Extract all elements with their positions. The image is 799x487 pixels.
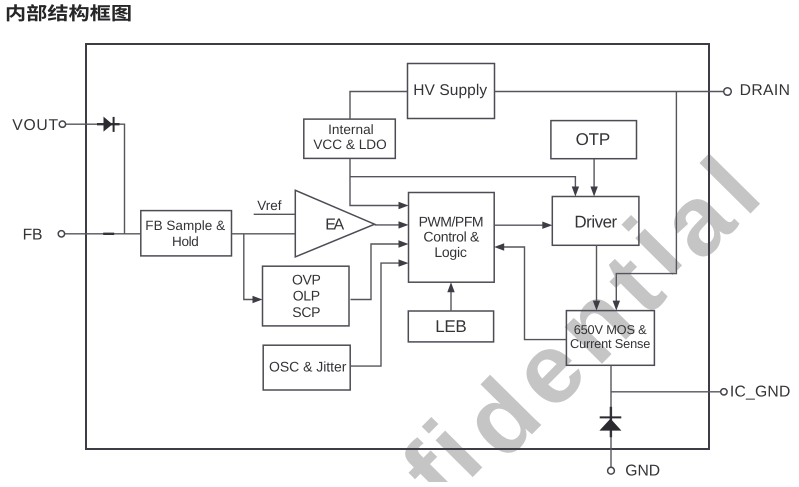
- svg-text:IC_GND: IC_GND: [730, 383, 790, 400]
- svg-text:OVP: OVP: [292, 272, 321, 288]
- svg-text:DRAIN: DRAIN: [740, 82, 790, 99]
- svg-text:FB: FB: [23, 226, 43, 243]
- svg-text:OSC & Jitter: OSC & Jitter: [269, 359, 347, 375]
- svg-text:VCC & LDO: VCC & LDO: [313, 137, 386, 152]
- svg-text:Internal: Internal: [328, 122, 374, 137]
- svg-text:Logic: Logic: [434, 244, 467, 260]
- svg-text:LEB: LEB: [435, 317, 467, 336]
- svg-text:SCP: SCP: [292, 304, 320, 320]
- svg-text:Vref: Vref: [257, 198, 282, 213]
- svg-text:GND: GND: [625, 463, 660, 480]
- svg-text:OTP: OTP: [576, 130, 611, 149]
- svg-text:HV Supply: HV Supply: [413, 82, 487, 99]
- svg-text:Hold: Hold: [172, 234, 199, 249]
- svg-text:FB Sample &: FB Sample &: [145, 218, 225, 233]
- svg-text:Current Sense: Current Sense: [570, 336, 650, 351]
- svg-text:Driver: Driver: [574, 212, 617, 231]
- svg-text:Control &: Control &: [423, 228, 480, 244]
- svg-text:650V MOS &: 650V MOS &: [574, 322, 647, 337]
- svg-text:VOUT: VOUT: [12, 117, 58, 134]
- svg-text:OLP: OLP: [293, 287, 320, 303]
- svg-text:EA: EA: [325, 216, 344, 233]
- svg-text:PWM/PFM: PWM/PFM: [419, 213, 484, 229]
